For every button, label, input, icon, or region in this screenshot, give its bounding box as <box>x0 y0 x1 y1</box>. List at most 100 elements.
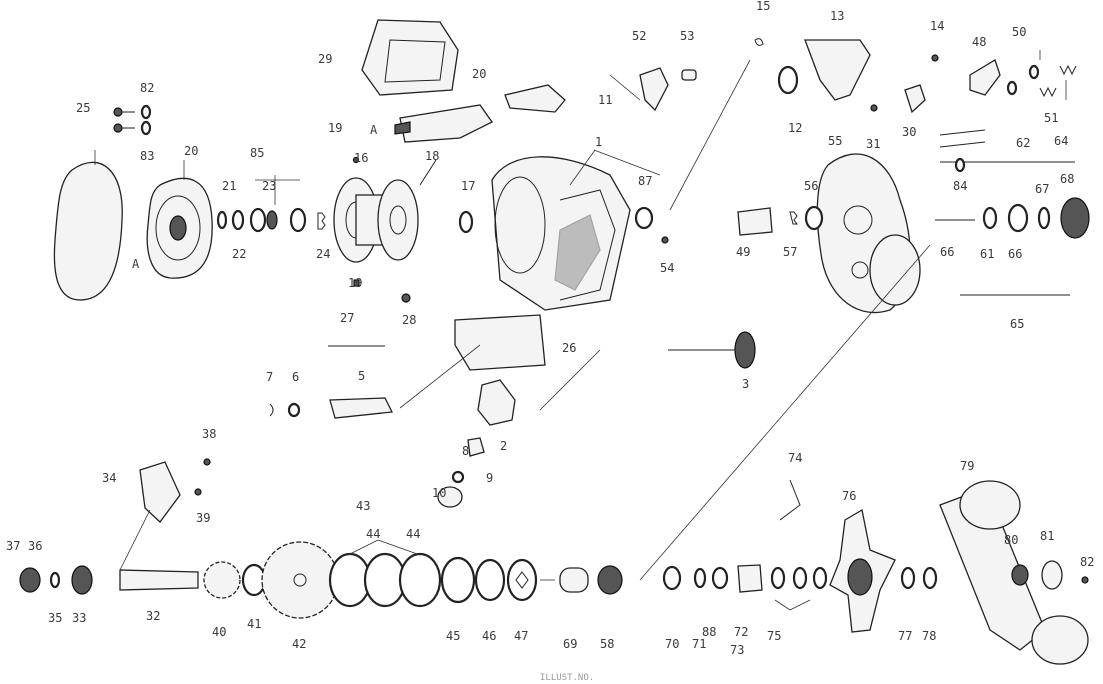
part-39-screw <box>194 488 202 496</box>
part-label-64: 64 <box>1054 134 1068 148</box>
part-label-8: 8 <box>462 444 469 458</box>
part-20-top-cover <box>399 104 493 143</box>
part-label-77: 77 <box>898 629 912 643</box>
part-label-2: 2 <box>500 439 507 453</box>
part-label-56: 56 <box>804 179 818 193</box>
letter-a-marker-left: A <box>132 257 140 271</box>
part-label-75: 75 <box>767 629 781 643</box>
part-label-22: 22 <box>232 247 246 261</box>
part-13-plate <box>804 39 871 101</box>
part-33-gear <box>71 565 93 595</box>
part-label-41: 41 <box>247 617 261 631</box>
part-label-44: 44 <box>366 527 380 541</box>
part-label-45: 45 <box>446 629 460 643</box>
part-88-ring <box>812 566 828 590</box>
part-label-20: 20 <box>472 67 486 81</box>
part-label-23: 23 <box>262 179 276 193</box>
part-71-ring <box>693 567 707 589</box>
part-label-51: 51 <box>1044 111 1058 125</box>
part-label-57: 57 <box>783 245 797 259</box>
part-label-36: 36 <box>28 539 42 553</box>
part-label-24: 24 <box>316 247 330 261</box>
part-73-spring <box>779 479 801 521</box>
part-label-27: 27 <box>340 311 354 325</box>
part-label-6: 6 <box>292 370 299 384</box>
part-label-31: 31 <box>866 137 880 151</box>
part-47-washer <box>506 558 538 602</box>
part-label-1: 1 <box>595 135 602 149</box>
part-label-28: 28 <box>402 313 416 327</box>
part-label-79: 79 <box>960 459 974 473</box>
part-50-washer <box>1028 64 1040 80</box>
part-51-spring <box>1059 64 1077 76</box>
part-label-69: 69 <box>563 637 577 651</box>
part-label-78: 78 <box>922 629 936 643</box>
part-63-side-cover <box>53 161 123 301</box>
part-72-bushing <box>737 564 763 593</box>
part-shapes <box>53 19 1090 508</box>
part-label-68: 68 <box>1060 172 1074 186</box>
part-35-ring <box>49 571 61 589</box>
part-6-washer <box>287 402 301 418</box>
part-30-lever <box>904 84 926 114</box>
part-54-screw <box>661 236 669 244</box>
part-28-screw <box>401 293 411 303</box>
part-85-bearing <box>634 206 654 230</box>
part-label-38: 38 <box>202 427 216 441</box>
part-79-nut <box>1011 564 1029 586</box>
part-label-73: 73 <box>730 643 744 657</box>
part-55-side-plate <box>816 153 921 314</box>
part-label-12: 12 <box>788 121 802 135</box>
handle-knob-top <box>959 480 1021 530</box>
part-49-pinion <box>737 207 773 236</box>
part-77-ring <box>922 566 938 590</box>
part-label-83: 83 <box>140 149 154 163</box>
part-label-44: 44 <box>406 527 420 541</box>
part-label-30: 30 <box>902 125 916 139</box>
part-46-washer <box>474 558 506 602</box>
part-label-48: 48 <box>972 35 986 49</box>
part-label-81: 81 <box>1040 529 1054 543</box>
part-label-82: 82 <box>1080 555 1094 569</box>
drive-train <box>19 458 1089 665</box>
part-2-level-wind <box>477 379 516 426</box>
illustration-caption: ILLUST.NO. <box>540 673 594 683</box>
part-61-ring <box>982 206 998 230</box>
part-label-42: 42 <box>292 637 306 651</box>
part-label-14: 14 <box>930 19 944 33</box>
part-label-76: 76 <box>842 489 856 503</box>
part-label-43: 43 <box>356 499 370 513</box>
part-21-ring <box>216 210 228 230</box>
part-label-46: 46 <box>482 629 496 643</box>
part-62-screw <box>939 129 986 136</box>
part-16-spool <box>333 177 419 263</box>
part-label-9: 9 <box>486 471 493 485</box>
part-5-shaft <box>329 397 394 419</box>
part-label-84: 84 <box>953 179 967 193</box>
part-label-5: 5 <box>358 369 365 383</box>
part-32-main-shaft <box>119 569 199 591</box>
part-label-21: 21 <box>222 179 236 193</box>
part-12-bearing <box>777 65 799 95</box>
part-label-34: 34 <box>102 471 116 485</box>
part-80-plate <box>1041 560 1063 590</box>
part-label-26: 26 <box>562 341 576 355</box>
part-label-17: 17 <box>461 179 475 193</box>
part-label-3: 3 <box>742 377 749 391</box>
part-18-pin <box>419 159 437 186</box>
part-label-19: 19 <box>348 276 362 290</box>
part-26-frame-bar <box>454 314 546 371</box>
part-labels: 1235678910111213141516171819192020212223… <box>6 0 1094 657</box>
part-label-29: 29 <box>318 52 332 66</box>
part-40-gear <box>203 561 241 599</box>
part-label-10: 10 <box>432 486 446 500</box>
letter-a-marker-top: A <box>370 123 378 137</box>
part-57-clip <box>789 211 798 225</box>
part-label-39: 39 <box>196 511 210 525</box>
part-label-49: 49 <box>736 245 750 259</box>
part-label-50: 50 <box>1012 25 1026 39</box>
part-label-80: 80 <box>1004 533 1018 547</box>
part-label-35: 35 <box>48 611 62 625</box>
part-11-clip <box>504 84 566 113</box>
